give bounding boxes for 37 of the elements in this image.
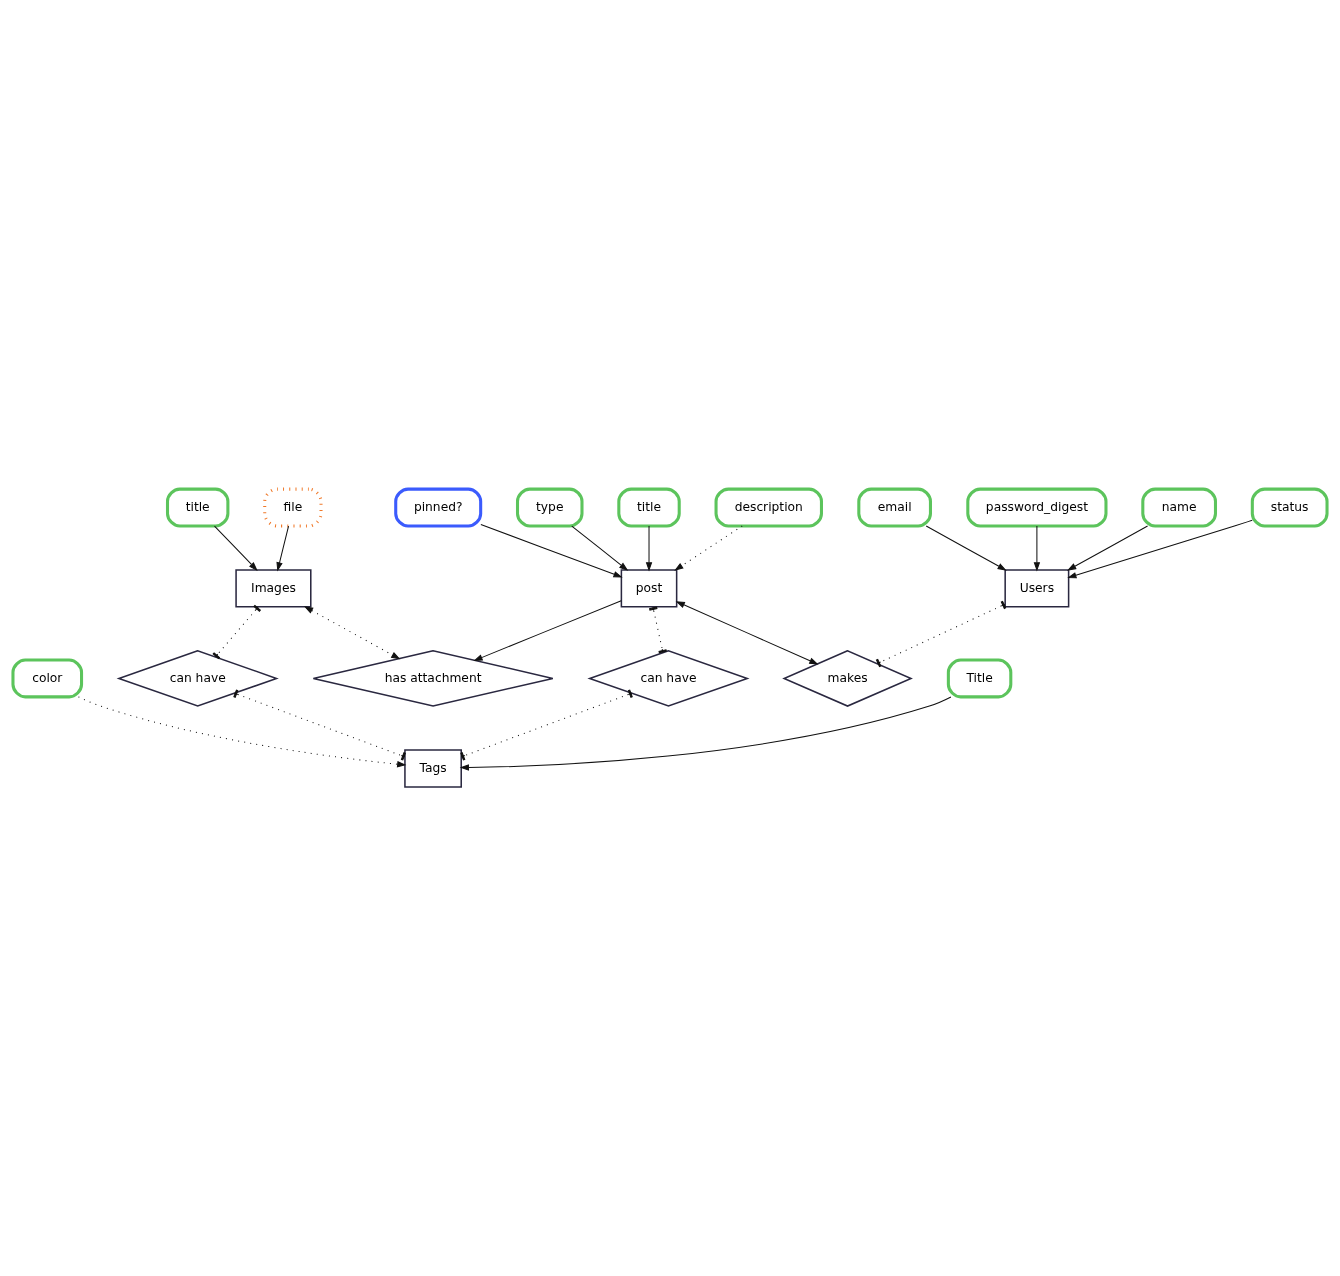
connector [212,604,262,660]
arrow [675,601,819,665]
arrow [1033,525,1041,572]
arrow [1067,525,1149,571]
arrow [304,606,401,660]
node-box: title [617,487,681,528]
node-box: color [11,658,84,699]
connector [233,689,406,761]
node-box: pinned? [394,487,483,528]
node-box: Tags [404,749,462,788]
node-box: file [263,487,323,528]
node-box: Images [235,569,312,608]
arrow [276,525,290,572]
node-box: type [515,487,584,528]
node-box: name [1141,487,1217,528]
arrow [77,696,407,768]
arrow [459,696,952,771]
arrow [645,525,653,572]
connector [460,689,633,761]
node-box: password_digest [966,487,1108,528]
arrow [473,600,622,661]
node-box: post [620,569,678,608]
node-box: Users [1004,569,1070,608]
node-box: status [1250,487,1329,528]
arrow [480,523,623,578]
node-box: description [714,487,823,528]
arrow [1067,519,1253,579]
arrow [571,525,629,571]
arrow [674,525,743,571]
connector [875,600,1007,668]
node-box: email [857,487,932,528]
arrow [925,525,1007,571]
node-box: Title [946,658,1013,699]
arrow [214,525,258,571]
connector [649,606,667,654]
node-diamond: makes [782,649,913,707]
node-box: title [165,487,230,528]
